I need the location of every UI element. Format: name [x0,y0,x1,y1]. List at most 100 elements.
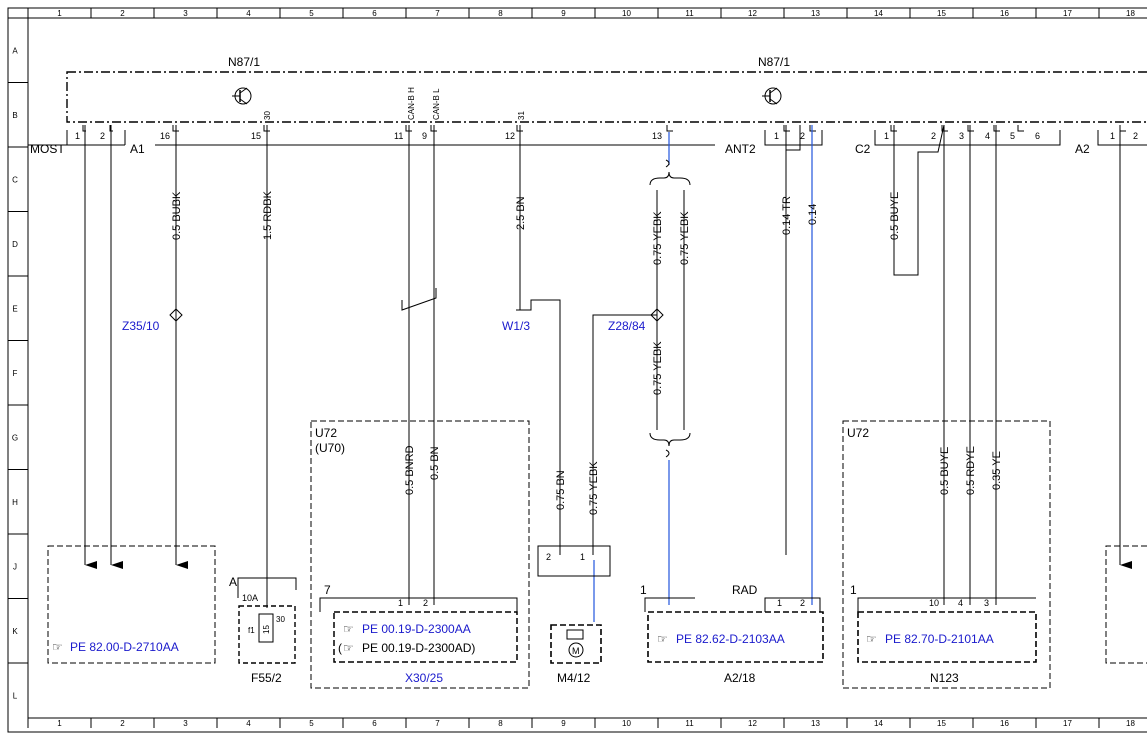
grid-row-label: B [12,111,17,120]
grid-row-label: E [12,304,17,313]
connector-bars [28,130,1147,146]
connector-most: MOST [30,142,65,156]
u72-left-box [310,420,530,689]
pin-number: 1 [398,598,403,608]
hand-icon: ☞ [866,632,877,646]
motor-icon [568,642,584,658]
pin-markers [82,125,1126,132]
grid-column-label: 15 [937,9,946,18]
wire-label: 0.75 YEBK [652,211,664,265]
pin-label-can-h: CAN-B H [407,87,416,120]
grid-column-label: 4 [246,9,251,18]
wire-label: 2.5 BN [515,196,527,230]
motor-symbol: M [572,646,580,656]
grid-column-label: 18 [1126,719,1135,728]
grid-column-label: 10 [622,9,631,18]
u72-left-label: U72 [315,426,337,440]
pin-label-can-l: CAN-B L [432,88,441,120]
ref-link[interactable]: PE 00.19-D-2300AD) [362,641,475,655]
pin-number: 4 [958,598,963,608]
grid-column-label: 15 [937,719,946,728]
pin-number: 1 [1110,131,1115,141]
ref-link[interactable]: PE 82.70-D-2101AA [885,632,994,646]
ref-link[interactable]: PE 82.00-D-2710AA [70,640,179,654]
u72-right-connector-pin: 1 [850,583,857,597]
grid-row-label: C [12,175,18,184]
grid-row-label: J [13,562,17,571]
a2-connector-pin: 1 [640,583,647,597]
pin-number: 1 [75,131,80,141]
ref-link[interactable]: PE 00.19-D-2300AA [362,622,471,636]
pin-number: 3 [984,598,989,608]
pin-number: 5 [1010,131,1015,141]
grid-column-label: 13 [811,9,820,18]
pin-number: 2 [800,598,805,608]
left-ref-box [47,545,216,664]
pin-number: 12 [505,131,515,141]
pin-number: 2 [931,131,936,141]
u72-left-bracket [319,597,518,612]
n87-module-border [66,71,1147,123]
x30-label[interactable]: X30/25 [405,671,443,685]
wire-label: 0.5 BUYE [939,447,951,495]
grid-column-label: 14 [874,719,883,728]
pin-number: 2 [546,552,551,562]
grid-column-label: 6 [372,719,377,728]
wire-label: 0.14 TR [781,196,793,235]
a2-box [647,611,824,663]
grid-column-label: 7 [435,9,440,18]
n123-box [857,611,1037,663]
pin-number: 2 [100,131,105,141]
fuse-icon [258,613,274,643]
ref-w1-3[interactable]: W1/3 [502,319,530,333]
grid-column-label: 1 [57,719,62,728]
f55-bracket [237,577,297,598]
grid-column-label: 3 [183,9,188,18]
pin-number: 16 [160,131,170,141]
m4-connector [537,545,611,577]
connector-a2: A2 [1075,142,1090,156]
ref-z28-84[interactable]: Z28/84 [608,319,646,333]
wire-label: 0.35 YE [991,451,1003,490]
connector-c2: C2 [855,142,871,156]
m4-label: M4/12 [557,671,591,685]
a2-bracket-left [644,597,695,612]
grid-column-label: 3 [183,719,188,728]
grid-column-label: 13 [811,719,820,728]
wire-label: 0.75 YEBK [588,461,600,515]
grid-row-label: H [12,498,18,507]
rad-label: RAD [732,583,758,597]
grid-column-label: 16 [1000,9,1009,18]
grid-ticks: 1122334455667788991010111112121313141415… [8,8,1135,728]
pin-number: 13 [652,131,662,141]
grid-row-label: L [13,691,18,700]
module-name-right: N87/1 [758,55,790,69]
grid-row-label: G [12,433,18,442]
grid-column-label: 17 [1063,719,1072,728]
ref-link[interactable]: PE 82.62-D-2103AA [676,632,785,646]
grid-column-label: 11 [685,719,694,728]
wire-label: 0.5 BUYE [889,192,901,240]
grid-column-label: 4 [246,719,251,728]
grid-row-label: K [12,627,18,636]
paren-open: ( [338,641,342,655]
wire-label: 0.5 BN [429,446,441,480]
grid-column-label: 18 [1126,9,1135,18]
ref-z35-10[interactable]: Z35/10 [122,319,160,333]
pin-number: 2 [423,598,428,608]
pin-number: 2 [800,131,805,141]
u72-right-box [842,420,1051,689]
pin-number: 4 [985,131,990,141]
wire-label: 0.5 RDYE [965,446,977,495]
wire-label: 0.75 YEBK [679,211,691,265]
grid-column-label: 2 [120,719,125,728]
pin-number: 10 [929,598,939,608]
pin-number: 2 [1133,131,1138,141]
m4-box [550,624,602,664]
wire-label: 0.75 YEBK [652,341,664,395]
splice-z28-icon [650,308,664,322]
wire-label: 0.75 BN [555,470,567,510]
grid-column-label: 7 [435,719,440,728]
